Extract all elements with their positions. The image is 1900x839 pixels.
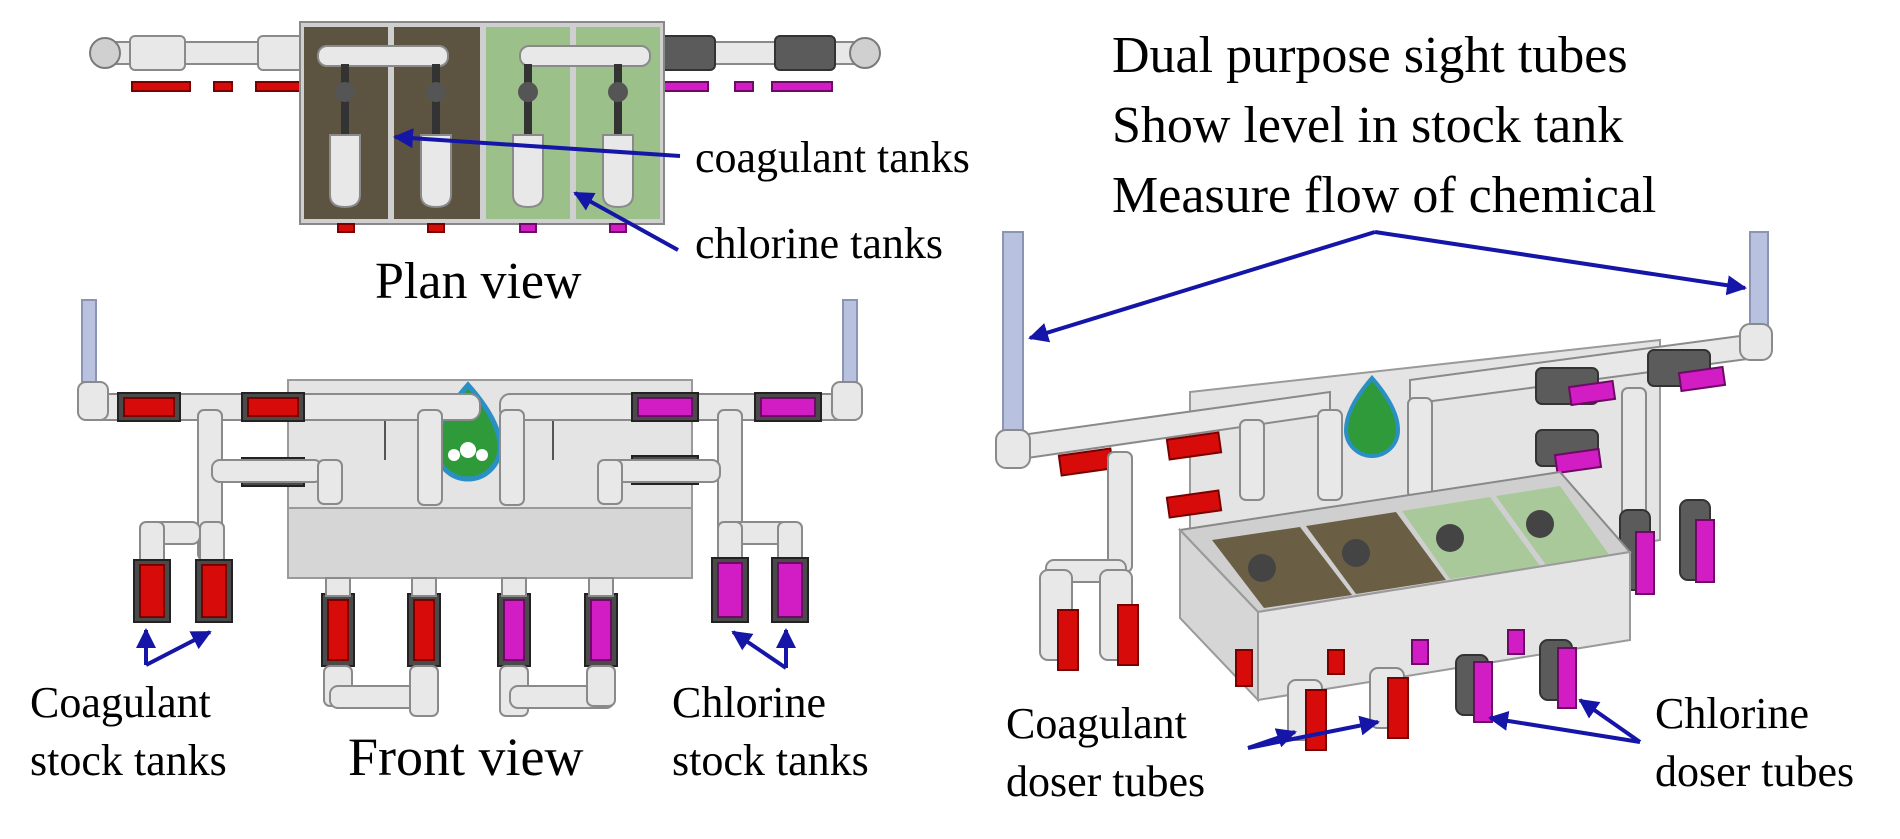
iso-red-valve [1165,431,1223,461]
chlorine-stock-label-2: stock tanks [672,736,869,785]
chlorine-doser-tube [503,599,525,661]
plan-outlet [609,223,627,233]
coagulant-stock-tube [139,564,165,618]
sight-tube-arrow-left [1028,230,1376,343]
chlorine-tanks-arrow [573,191,679,252]
chlorine-doser-label-1: Chlorine [1655,689,1809,738]
chlorine-tanks-label: chlorine tanks [695,219,943,268]
plan-fitting [129,35,186,71]
front-red-valve [247,397,299,417]
coagulant-tanks-arrow [393,128,681,158]
chlorine-stock-arrow [731,630,788,670]
iso-chlorine-stock-tube [1635,531,1655,595]
plan-view: coagulant tanks chlorine tanks Plan view [89,21,970,310]
plan-pipe-end-left [89,37,121,69]
chlorine-doser-tube [590,599,612,661]
plan-outlet [427,223,445,233]
plan-magenta-valve [734,81,754,92]
iso-chlorine-doser-tube [1473,661,1493,723]
chlorine-doser-label-2: doser tubes [1655,747,1854,796]
sight-tubes-label-3: Measure flow of chemical [1112,167,1656,224]
plan-float-valves [329,64,634,209]
plan-view-title: Plan view [375,253,582,310]
plan-magenta-valve [771,81,833,92]
plan-sleeve [774,35,836,71]
plan-red-valve [131,81,191,92]
chlorine-stock-label-1: Chlorine [672,678,826,727]
iso-chlorine-doser-tube [1557,647,1577,709]
front-view: Coagulant stock tanks Front view Chlorin… [30,299,869,787]
iso-logo-icon [1343,374,1401,458]
chlorine-stock-tube [777,562,803,618]
front-sight-tube-right [842,299,858,383]
plan-outlet [519,223,537,233]
front-magenta-valve [637,397,693,417]
front-view-title: Front view [348,727,584,787]
coagulant-stock-label-1: Coagulant [30,678,211,727]
plan-red-valve [213,81,233,92]
plan-outlet [337,223,355,233]
front-sight-tube-left [81,299,97,383]
sight-tubes-label-2: Show level in stock tank [1112,97,1623,154]
coagulant-stock-tube [201,564,227,618]
iso-coagulant-stock-tube [1117,604,1139,666]
coagulant-tanks-label: coagulant tanks [695,133,970,182]
plan-inner-pipe [519,45,651,67]
iso-red-valve [1165,489,1223,519]
iso-coagulant-doser-tube [1387,677,1409,739]
coagulant-doser-label-2: doser tubes [1006,757,1205,806]
plan-pipe-end-right [849,37,881,69]
plan-inner-pipe [317,45,449,67]
chlorine-doser-arrow [1488,710,1641,744]
chlorine-stock-tube [717,562,743,618]
iso-coagulant-stock-tube [1057,609,1079,671]
coagulant-stock-label-2: stock tanks [30,736,227,785]
coagulant-doser-tube [413,599,435,661]
iso-magenta-valve [1567,379,1617,407]
iso-magenta-valve [1677,365,1727,393]
sight-tubes-label-1: Dual purpose sight tubes [1112,27,1628,84]
iso-coagulant-doser-tube [1305,689,1327,751]
iso-magenta-valve [1553,447,1603,475]
sight-tube-arrow-right [1374,230,1747,296]
iso-sight-tube-right [1749,231,1769,333]
front-red-valve [123,397,175,417]
front-magenta-valve [760,397,816,417]
iso-chlorine-stock-tube [1695,519,1715,583]
iso-sight-tube-left [1002,231,1024,433]
coagulant-doser-tube [327,599,349,661]
coagulant-doser-label-1: Coagulant [1006,699,1187,748]
front-tank-body [287,507,693,579]
isometric-view: Dual purpose sight tubes Show level in s… [995,27,1854,806]
iso-tray-front [1257,550,1631,702]
